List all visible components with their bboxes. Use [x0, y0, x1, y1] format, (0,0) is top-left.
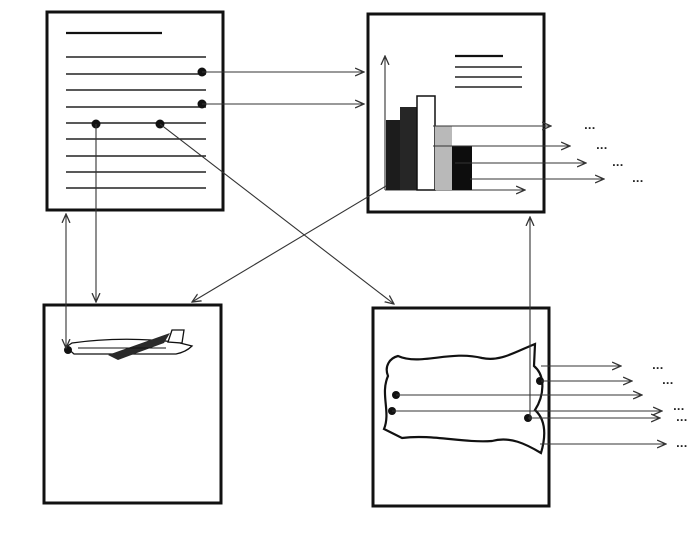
image-panel: [42, 303, 223, 505]
chart-bar: [416, 95, 436, 191]
document-text-lines: [66, 56, 206, 189]
ellipsis-mark: ...: [596, 141, 607, 152]
image-anchor-dot: [64, 346, 72, 354]
airplane-icon: [64, 329, 194, 360]
chart-panel: [366, 12, 546, 214]
image-frame: [42, 303, 223, 505]
chart-bar: [386, 120, 400, 190]
ellipsis-mark: ...: [632, 174, 643, 185]
ellipsis-mark: ...: [612, 158, 623, 169]
map-panel: [371, 306, 551, 508]
ellipsis-mark: ...: [676, 413, 687, 424]
chart-bar: [452, 146, 472, 190]
map-outline: [382, 342, 546, 455]
chart-bar: [435, 126, 452, 190]
ellipsis-mark: ...: [673, 402, 684, 413]
ellipsis-mark: ...: [652, 361, 663, 372]
ellipsis-mark: ...: [662, 376, 673, 387]
link-document-to-map: [159, 123, 394, 304]
document-frame: [45, 10, 225, 212]
outgoing-links: ... ... ... ... ... ... ... ... ...: [392, 121, 687, 450]
chart-bar: [400, 107, 417, 190]
link-chart-to-image: [192, 185, 387, 302]
ellipsis-mark: ...: [584, 121, 595, 132]
ellipsis-mark: ...: [676, 439, 687, 450]
map-anchor-dot: [536, 377, 544, 385]
document-panel: [45, 10, 225, 212]
panel-links: [66, 72, 530, 420]
